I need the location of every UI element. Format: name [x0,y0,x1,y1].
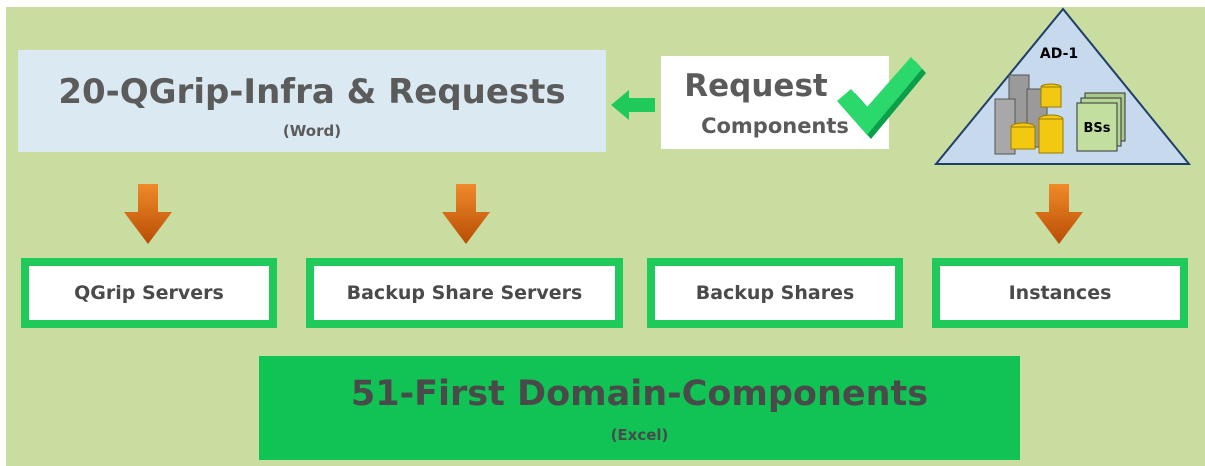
request-label: Request [684,68,828,104]
checkmark-icon [837,57,926,139]
component-label: QGrip Servers [74,282,224,304]
ad-label: AD-1 [1040,46,1078,62]
component-instances: Instances [932,258,1188,328]
infra-requests-subtitle: (Word) [282,122,342,140]
green-left-arrow-icon [611,90,655,120]
infra-requests-doc-box: 20-QGrip-Infra & Requests (Word) [18,50,606,152]
components-label: Components [701,114,849,138]
diagram-canvas: 20-QGrip-Infra & Requests (Word) Request… [6,7,1205,466]
domain-components-subtitle: (Excel) [610,426,669,444]
infra-requests-title: 20-QGrip-Infra & Requests [58,72,566,112]
component-qgrip-servers: QGrip Servers [21,258,277,328]
component-backup-share-servers: Backup Share Servers [306,258,623,328]
server-stack-icon [994,74,1064,155]
orange-down-arrow-icon [124,184,172,244]
component-label: Instances [1008,282,1112,304]
domain-components-doc-box: 51-First Domain-Components (Excel) [259,356,1020,460]
domain-components-title: 51-First Domain-Components [350,374,929,414]
component-label: Backup Share Servers [346,282,583,304]
orange-down-arrow-icon [442,184,490,244]
ad-triangle-icon: AD-1 BSs [933,7,1192,165]
component-label: Backup Shares [695,282,855,304]
orange-down-arrow-icon [1035,184,1083,244]
backup-shares-doc-icon: BSs [1076,92,1126,152]
bs-label: BSs [1083,121,1110,136]
component-backup-shares: Backup Shares [647,258,903,328]
